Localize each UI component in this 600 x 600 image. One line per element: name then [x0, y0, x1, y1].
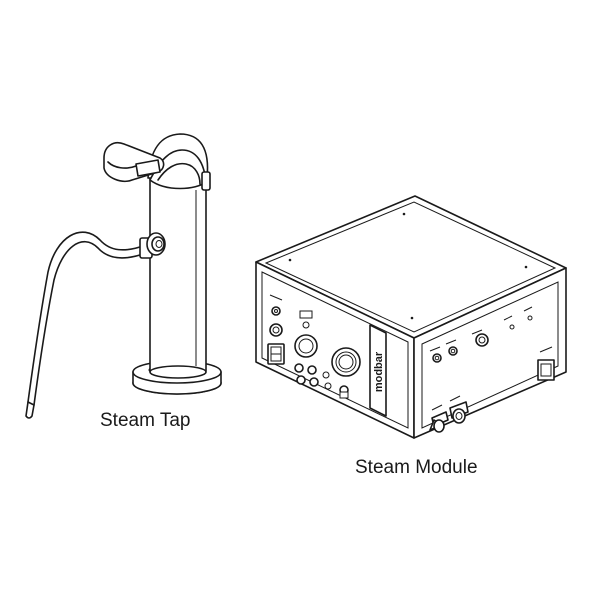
- module-control-panel: [267, 294, 361, 399]
- wand-connector: [139, 232, 166, 259]
- steam-wand: [25, 231, 147, 419]
- steam-tap-label: Steam Tap: [100, 410, 191, 431]
- steam-tap-lever: [103, 142, 165, 183]
- steam-tap-column: [149, 177, 207, 379]
- steam-module-label: Steam Module: [355, 457, 478, 478]
- module-side-face: [413, 267, 567, 439]
- module-side-panel: [429, 306, 555, 433]
- brand-logo-text: modbar: [373, 351, 385, 392]
- steam-module-illustration: modbar: [255, 195, 567, 439]
- module-brand-strip: modbar: [369, 324, 387, 417]
- steam-tap-illustration: [25, 133, 222, 419]
